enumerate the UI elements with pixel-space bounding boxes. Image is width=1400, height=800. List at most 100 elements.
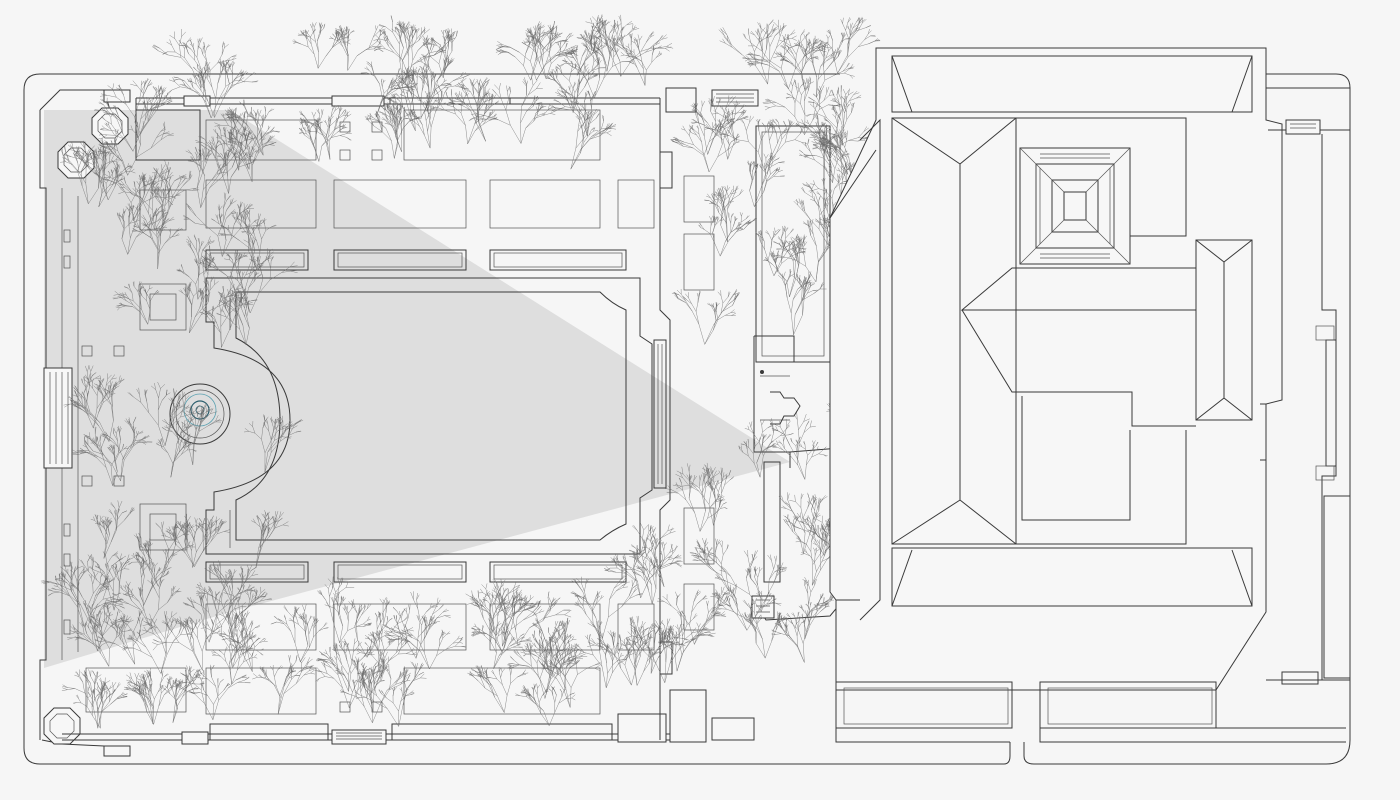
tree-canopy [558, 38, 635, 99]
tree-canopy [187, 58, 259, 118]
tree-canopy [373, 20, 432, 77]
tree-canopy [690, 95, 746, 155]
tree-canopy [317, 576, 372, 643]
tree-canopy [81, 365, 125, 429]
tree-canopy [112, 281, 160, 325]
tree-canopy [127, 381, 203, 446]
east-pavilion [659, 87, 759, 741]
tree-canopy [166, 59, 249, 119]
tree-canopy [810, 125, 849, 175]
tree-canopy [628, 523, 679, 587]
tree-canopy [538, 649, 601, 708]
tree-canopy [151, 28, 237, 89]
tree-canopy [795, 111, 871, 162]
tree-canopy [354, 661, 427, 727]
tree-canopy [182, 586, 247, 643]
tree-canopy [125, 667, 164, 725]
tree-canopy [175, 664, 251, 720]
tree-canopy [162, 665, 205, 723]
tree-canopy [123, 670, 182, 725]
corner-pavilion-sw [43, 707, 81, 745]
tree-canopy [690, 101, 749, 160]
tree-canopy [714, 549, 788, 612]
tree-canopy [718, 19, 797, 85]
plaza-markers [63, 229, 125, 635]
tree-canopy [152, 616, 223, 671]
tree-canopy [135, 538, 178, 606]
tree-canopy [658, 610, 716, 672]
tree-canopy [467, 664, 529, 713]
tree-canopy [251, 510, 289, 568]
tree-canopy [63, 141, 136, 201]
tree-canopy [360, 61, 416, 118]
tree-canopy [199, 282, 258, 348]
tree-canopy [383, 615, 466, 670]
tree-canopy [773, 34, 826, 90]
tree-canopy [211, 625, 258, 685]
tree-canopy [90, 500, 135, 559]
tree-canopy [495, 21, 569, 81]
roof-lantern [1019, 147, 1131, 265]
tree-canopy [378, 15, 446, 84]
tree-canopy [638, 618, 689, 674]
tree-canopy [819, 16, 881, 74]
tree-canopy [670, 122, 740, 173]
tree-canopy [243, 414, 304, 473]
tree-canopy [82, 600, 130, 652]
tree-canopy [379, 100, 416, 152]
tree-canopy [740, 597, 788, 659]
tree-canopy [155, 418, 197, 478]
tree-canopy [54, 566, 116, 624]
south-forecourt [835, 681, 1346, 743]
tree-canopy [777, 269, 827, 335]
tree-canopy [448, 77, 495, 142]
tree-canopy [116, 203, 169, 255]
tree-canopy [771, 412, 828, 480]
tree-canopy [93, 97, 161, 152]
tree-canopy [226, 130, 277, 182]
tree-canopy [176, 234, 215, 300]
tree-canopy [79, 425, 129, 486]
tree-canopy [104, 577, 182, 626]
tree-canopy [742, 29, 831, 90]
tree-canopy [738, 418, 794, 478]
tree-canopy [122, 611, 192, 674]
tree-canopy [698, 212, 758, 257]
tree-canopy [185, 146, 242, 208]
tree-canopy [204, 560, 273, 628]
east-annex [1260, 87, 1351, 685]
tree-canopy [747, 152, 785, 207]
tree-canopy [219, 605, 268, 672]
view-cone [44, 110, 790, 668]
tree-canopy [689, 537, 730, 592]
tree-canopy [73, 669, 117, 729]
tree-canopy [570, 575, 643, 639]
tree-canopy [521, 29, 575, 79]
tree-canopy [675, 462, 734, 526]
south-wall [62, 689, 707, 745]
tree-canopy [270, 604, 329, 663]
tree-canopy [252, 654, 315, 715]
tree-canopy [656, 586, 731, 645]
tree-canopy [432, 88, 499, 145]
tree-canopy [513, 641, 575, 699]
tree-canopy [178, 276, 245, 334]
tree-canopy [495, 20, 579, 81]
tree-canopy [489, 587, 572, 646]
tree-canopy [298, 115, 352, 162]
main-building-roof [829, 47, 1283, 691]
tree-canopy [755, 225, 807, 276]
tree-canopy [798, 576, 834, 639]
tree-canopy [671, 288, 740, 345]
tree-canopy [549, 78, 597, 137]
tree-canopy [612, 33, 663, 86]
tree-canopy [215, 108, 280, 170]
tree-canopy [161, 402, 222, 466]
tree-canopy [224, 253, 298, 314]
site-boundary [23, 73, 1351, 765]
tree-canopy [404, 84, 449, 149]
tree-canopy [292, 22, 351, 69]
tree-canopy [573, 620, 634, 688]
tree-canopy [391, 53, 454, 112]
